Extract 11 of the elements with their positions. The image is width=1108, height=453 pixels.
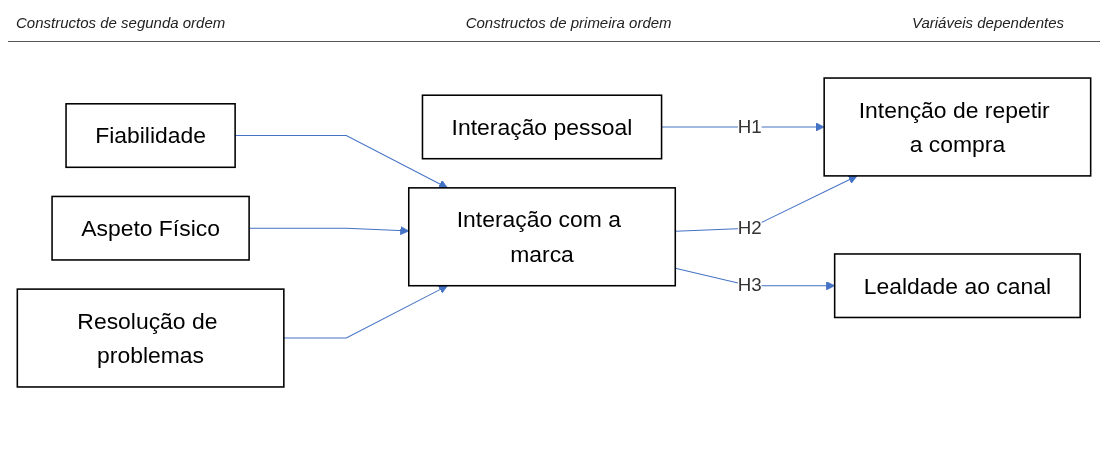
arrow — [283, 284, 448, 339]
construct-box: Intenção de repetir a compra — [823, 76, 1092, 177]
construct-box: Resolução de problemas — [16, 287, 285, 388]
column-heading: Variáveis dependentes — [911, 14, 1064, 31]
column-heading: Constructos de primeira ordem — [465, 14, 672, 31]
construct-box: Aspeto Físico — [51, 195, 250, 261]
construct-box: Lealdade ao canal — [833, 252, 1081, 318]
construct-box: Interação pessoal — [421, 93, 663, 159]
construct-box: Fiabilidade — [65, 102, 236, 168]
column-heading: Constructos de segunda ordem — [16, 14, 226, 31]
construct-box: Interação com a marca — [408, 186, 677, 286]
